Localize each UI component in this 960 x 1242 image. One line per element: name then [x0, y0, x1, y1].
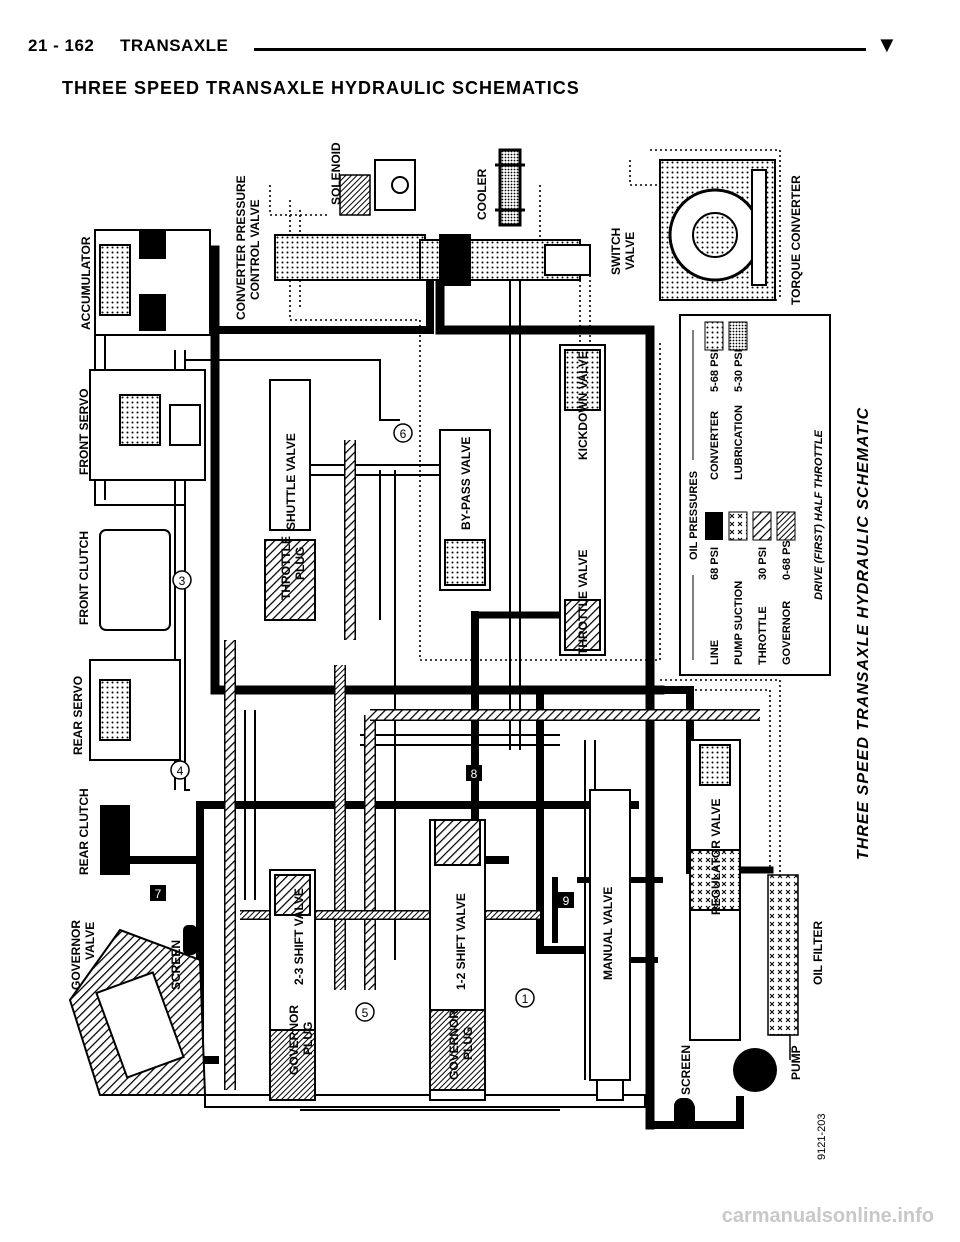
label-throttle-plug-1: THROTTLE — [279, 536, 293, 600]
header-rule — [254, 48, 866, 51]
label-switch-valve-1: SWITCH — [609, 228, 623, 275]
label-manual-valve: MANUAL VALVE — [601, 887, 615, 980]
legend-mode: DRIVE (FIRST) HALF THROTTLE — [813, 429, 825, 600]
label-shift-valve-12: 1-2 SHIFT VALVE — [454, 893, 468, 990]
circuit-number-3: 3 — [179, 574, 186, 588]
label-front-clutch: FRONT CLUTCH — [77, 531, 91, 625]
label-rear-clutch: REAR CLUTCH — [77, 788, 91, 875]
circuit-number-1: 1 — [522, 992, 529, 1006]
label-solenoid: SOLENOID — [329, 142, 343, 205]
label-governor-plug-lower-1: GOVERNOR — [447, 1010, 461, 1080]
converter-control-valves — [274, 234, 591, 286]
label-shift-valve-23: 2-3 SHIFT VALVE — [292, 888, 306, 985]
cooler — [495, 148, 525, 227]
torque-converter — [659, 159, 776, 301]
legend-suction-swatch — [728, 511, 748, 541]
circuit-number-8: 8 — [471, 767, 478, 781]
front-clutch — [99, 529, 171, 631]
label-screen-upper: SCREEN — [169, 940, 183, 990]
screen-upper — [183, 925, 197, 955]
shuttle-valve — [264, 379, 316, 621]
figure-id: 9121-203 — [816, 1114, 828, 1161]
legend-heading: OIL PRESSURES — [688, 471, 700, 560]
screen-lower — [674, 1098, 694, 1128]
label-regulator-valve: REGULATOR VALVE — [709, 799, 723, 915]
legend-converter-name: CONVERTER — [709, 411, 721, 480]
legend-throttle-psi: 30 PSI — [757, 547, 769, 580]
legend-converter-swatch — [704, 321, 724, 351]
kickdown-throttle-valve — [559, 344, 606, 656]
legend-suction-name: PUMP SUCTION — [733, 581, 745, 665]
solenoid — [339, 159, 416, 216]
watermark: carmanualsonline.info — [721, 1205, 934, 1227]
oil-filter — [767, 874, 799, 1060]
legend-line-name: LINE — [709, 640, 721, 665]
page-header: 21 - 162 TRANSAXLE ▼ — [28, 30, 928, 64]
label-rear-servo: REAR SERVO — [71, 676, 85, 755]
page-number: 21 - 162 — [28, 36, 95, 55]
throttle-circuit — [224, 440, 760, 1090]
rear-servo — [89, 659, 181, 761]
legend-converter-psi: 5-68 PSI — [709, 349, 721, 392]
label-switch-valve-2: VALVE — [623, 232, 637, 270]
circuit-number-6: 6 — [400, 427, 407, 441]
label-pump: PUMP — [789, 1045, 803, 1080]
label-kickdown-valve: KICKDOWN VALVE — [576, 351, 590, 460]
label-governor-valve-2: VALVE — [83, 922, 97, 960]
shift-valve-23 — [269, 869, 316, 1101]
legend-line-swatch — [705, 512, 723, 540]
valve-body-frame — [204, 1094, 646, 1108]
component-labels: ACCUMULATOR FRONT SERVO FRONT CLUTCH REA… — [69, 142, 825, 1095]
governor-valve — [68, 928, 207, 1096]
circuit-number-9: 9 — [563, 894, 570, 908]
manual-valve — [589, 789, 631, 1101]
label-converter-pressure-1: CONVERTER PRESSURE — [234, 175, 248, 320]
label-bypass-valve: BY-PASS VALVE — [459, 437, 473, 530]
legend-line-psi: 68 PSI — [709, 547, 721, 580]
label-cooler: COOLER — [475, 168, 489, 220]
label-converter-pressure-2: CONTROL VALVE — [248, 199, 262, 300]
label-governor-plug-upper-1: GOVERNOR — [287, 1005, 301, 1075]
label-throttle-plug-2: PLUG — [293, 547, 307, 580]
label-accumulator: ACCUMULATOR — [79, 236, 93, 330]
label-front-servo: FRONT SERVO — [77, 389, 91, 475]
circuit-number-5: 5 — [362, 1006, 369, 1020]
front-servo — [89, 369, 206, 481]
circuit-number-7: 7 — [155, 887, 162, 901]
label-screen-lower: SCREEN — [679, 1045, 693, 1095]
legend-throttle-name: THROTTLE — [757, 606, 769, 665]
label-shuttle-valve: SHUTTLE VALVE — [284, 433, 298, 530]
section-title: TRANSAXLE — [120, 36, 229, 55]
label-torque-converter: TORQUE CONVERTER — [789, 175, 803, 305]
shift-valve-12 — [429, 819, 486, 1101]
label-governor-plug-lower-2: PLUG — [461, 1027, 475, 1060]
legend-lubrication-psi: 5-30 PSI — [733, 349, 745, 392]
legend-governor-name: GOVERNOR — [781, 601, 793, 665]
circuit-number-4: 4 — [177, 764, 184, 778]
label-governor-plug-upper-2: PLUG — [301, 1022, 315, 1055]
page-title: THREE SPEED TRANSAXLE HYDRAULIC SCHEMATI… — [62, 78, 580, 98]
accumulator — [94, 229, 211, 336]
legend-governor-psi: 0-68 PSI — [781, 537, 793, 580]
label-throttle-valve: THROTTLE VALVE — [576, 549, 590, 655]
rear-clutch — [100, 805, 130, 875]
label-governor-valve-1: GOVERNOR — [69, 920, 83, 990]
label-oil-filter: OIL FILTER — [811, 920, 825, 985]
regulator-valve — [689, 739, 741, 1041]
legend-lubrication-name: LUBRICATION — [733, 405, 745, 480]
bypass-valve — [439, 429, 491, 591]
legend-throttle-swatch — [752, 511, 772, 541]
circuit-markers: 1 3 4 5 6 7 8 9 — [150, 423, 574, 1022]
diagram-caption: THREE SPEED TRANSAXLE HYDRAULIC SCHEMATI… — [855, 407, 872, 860]
legend-lubrication-swatch — [728, 321, 748, 351]
down-triangle-icon: ▼ — [876, 32, 898, 57]
oil-pressure-legend: OIL PRESSURES LINE 68 PSI PUMP SUCTION T… — [679, 314, 831, 676]
legend-governor-swatch — [776, 511, 796, 541]
